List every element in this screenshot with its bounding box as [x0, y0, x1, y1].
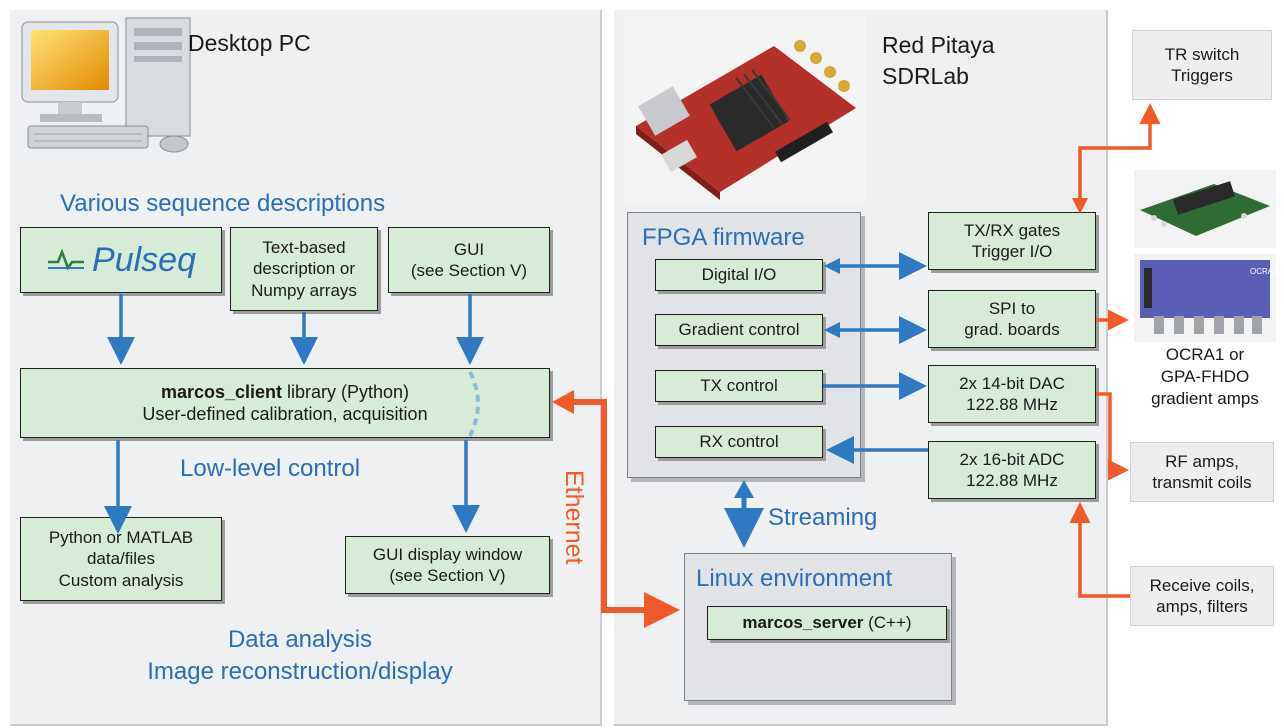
receive-to-adc-arrow — [1069, 502, 1130, 598]
tr-switch-line-2: Triggers — [1171, 66, 1233, 85]
dac-box: 2x 14-bit DAC 122.88 MHz — [928, 365, 1096, 423]
ocra1-board-image: OCRA1 — [1134, 254, 1276, 342]
tr-switch-arrowhead-bottom — [1072, 198, 1088, 214]
sequence-heading: Various sequence descriptions — [60, 190, 386, 217]
dac-to-rf-amps-arrow — [1096, 392, 1129, 481]
gradient-amps-line-3: gradient amps — [1151, 389, 1259, 409]
server-lang: (C++) — [863, 613, 912, 633]
redpitaya-title-line-1: Red Pitaya — [882, 32, 995, 58]
gui-line-1: GUI — [453, 239, 485, 259]
adc-line-1: 2x 16-bit ADC — [959, 449, 1065, 469]
rf-amps-line-1: RF amps, — [1165, 451, 1239, 471]
desktop-computer-icon — [21, 17, 191, 153]
ocra1-board-text: OCRA1 — [1250, 267, 1276, 276]
txrx-line-1: TX/RX gates — [963, 220, 1061, 240]
text-desc-line-1: Text-based — [262, 238, 346, 258]
receive-line-1: Receive coils, — [1149, 575, 1255, 595]
rf-amps-box: RF amps, transmit coils — [1130, 442, 1274, 502]
data-analysis-line-2: Image reconstruction/display — [147, 658, 453, 686]
text-desc-line-3: Numpy arrays — [251, 280, 357, 300]
server-name: marcos_server — [742, 613, 864, 633]
rx-control-box: RX control — [655, 426, 823, 458]
gui-display-line-1: GUI display window — [372, 544, 523, 564]
streaming-arrowhead-top — [734, 480, 754, 498]
streaming-label: Streaming — [768, 504, 878, 531]
txrx-to-tr-switch-arrow — [1078, 103, 1161, 206]
spi-line-1: SPI to — [988, 298, 1036, 318]
data-analysis-line-1: Data analysis — [227, 626, 373, 653]
digital-io-arrowhead-left — [824, 258, 840, 274]
pulseq-box: Pulseq — [20, 227, 222, 293]
client-line-2: User-defined calibration, acquisition — [142, 404, 428, 424]
desktop-title: Desktop PC — [188, 30, 311, 56]
tr-switch-box: TR switch Triggers — [1132, 30, 1272, 100]
tx-control-box: TX control — [655, 370, 823, 402]
dac-line-2: 122.88 MHz — [966, 395, 1058, 414]
rf-amps-line-2: transmit coils — [1152, 473, 1252, 492]
receive-coils-box: Receive coils, amps, filters — [1130, 566, 1274, 626]
marcos-server-box: marcos_server (C++) — [707, 606, 947, 640]
gui-display-line-2: (see Section V) — [389, 566, 506, 585]
redpitaya-title-line-2: SDRLab — [882, 63, 969, 90]
adc-line-2: 122.88 MHz — [966, 471, 1058, 490]
python-line-2: data/files — [86, 549, 156, 569]
tr-switch-line-1: TR switch — [1164, 44, 1240, 64]
data-analysis-label: Data analysis Image reconstruction/displ… — [110, 624, 490, 689]
gradient-amps-line-2: GPA-FHDO — [1160, 367, 1250, 387]
python-line-1: Python or MATLAB — [48, 528, 194, 548]
low-level-label: Low-level control — [180, 455, 361, 482]
gradient-amps-label: OCRA1 or GPA-FHDO gradient amps — [1126, 344, 1284, 410]
text-description-box: Text-based description or Numpy arrays — [230, 227, 378, 311]
txrx-gates-box: TX/RX gates Trigger I/O — [928, 212, 1096, 270]
pulseq-logo-text: Pulseq — [92, 240, 196, 279]
redpitaya-title: Red Pitaya SDRLab — [882, 30, 995, 92]
gradient-arrowhead-left — [824, 322, 840, 338]
fpga-title: FPGA firmware — [642, 224, 805, 251]
receive-line-2: amps, filters — [1156, 597, 1248, 616]
marcos-client-box: marcos_client library (Python) User-defi… — [20, 368, 550, 438]
client-line-1: marcos_client library (Python) — [161, 381, 409, 404]
digital-io-box: Digital I/O — [655, 259, 823, 291]
client-lib-desc: library (Python) — [282, 381, 410, 402]
linux-title: Linux environment — [696, 565, 893, 592]
python-line-3: Custom analysis — [58, 570, 184, 590]
python-box: Python or MATLAB data/files Custom analy… — [20, 517, 222, 601]
ethernet-arrowhead-left — [552, 390, 574, 414]
redpitaya-board-image — [624, 16, 866, 204]
gui-line-2: (see Section V) — [410, 261, 528, 280]
gradient-board-green-image — [1134, 170, 1276, 248]
adc-box: 2x 16-bit ADC 122.88 MHz — [928, 441, 1096, 499]
pulseq-wave-icon — [48, 248, 85, 271]
spi-box: SPI to grad. boards — [928, 290, 1096, 348]
txrx-line-2: Trigger I/O — [971, 242, 1053, 261]
gui-box: GUI (see Section V) — [388, 227, 550, 293]
text-desc-line-2: description or — [252, 259, 356, 279]
spi-line-2: grad. boards — [964, 320, 1060, 339]
dac-line-1: 2x 14-bit DAC — [959, 373, 1065, 393]
gui-display-box: GUI display window (see Section V) — [345, 536, 550, 594]
gui-dashed-curve — [468, 371, 480, 437]
client-lib-name: marcos_client — [160, 381, 282, 402]
gradient-control-box: Gradient control — [655, 314, 823, 346]
ethernet-arrow — [566, 399, 680, 628]
gradient-amps-line-1: OCRA1 or — [1165, 345, 1245, 364]
